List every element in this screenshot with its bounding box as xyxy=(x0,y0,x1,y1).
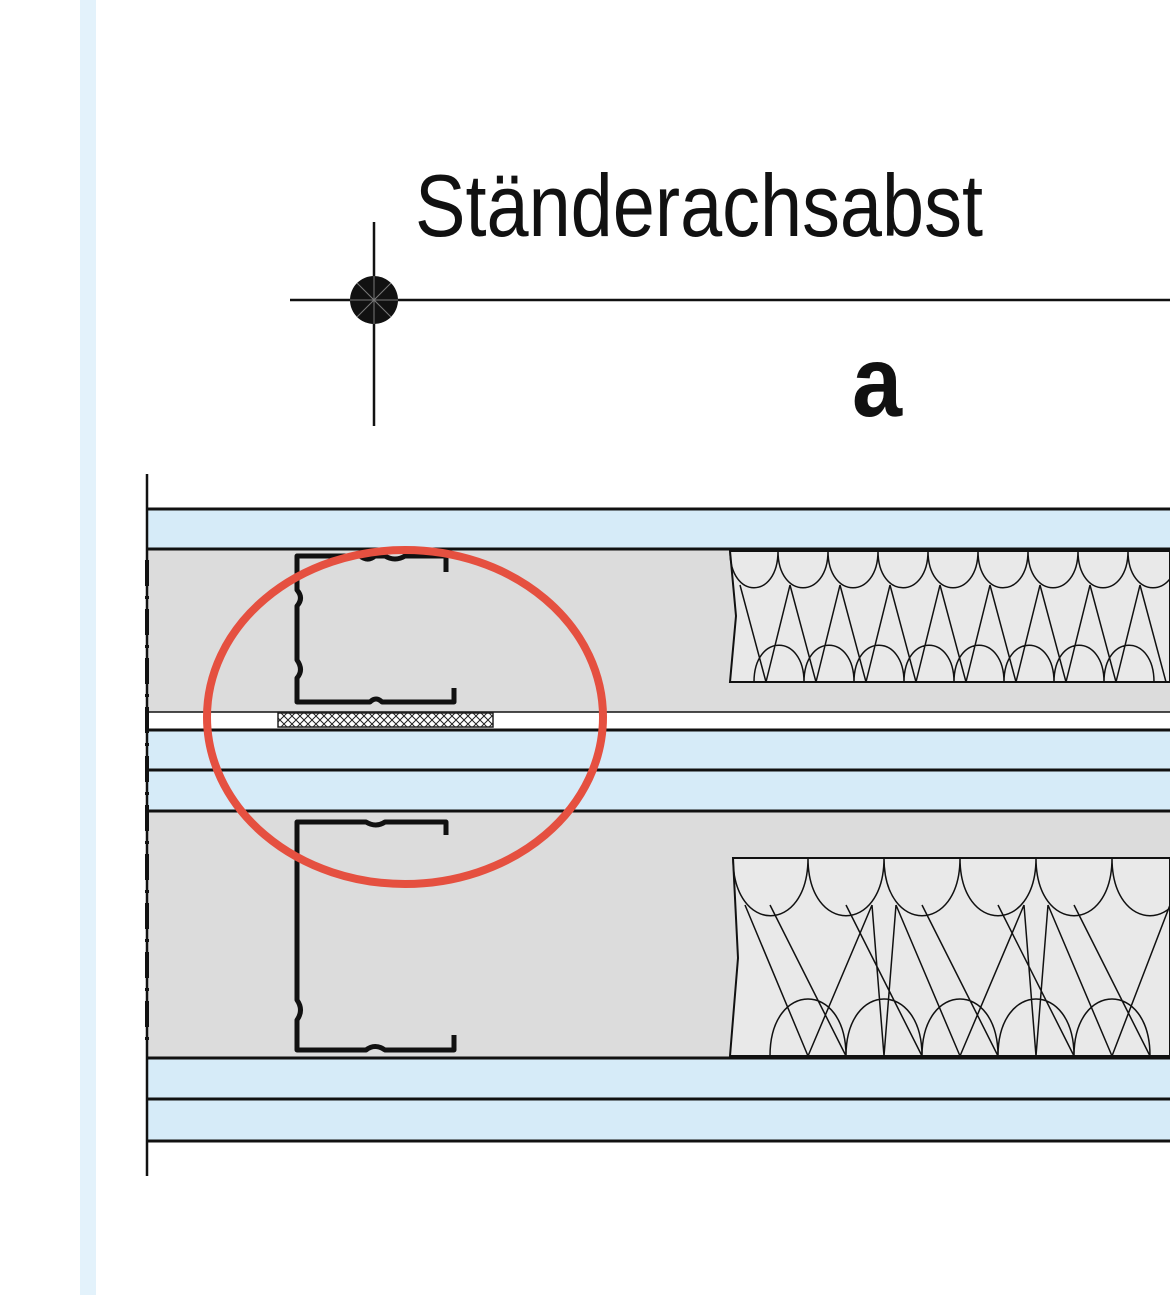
board-top xyxy=(147,509,1170,549)
upper-insulation xyxy=(728,550,1170,683)
board-middle-1 xyxy=(147,730,1170,770)
dimension-label: Ständerachsabst xyxy=(415,156,983,255)
lower-insulation xyxy=(728,857,1170,1057)
board-middle-2 xyxy=(147,770,1170,811)
sealing-strip xyxy=(277,712,494,728)
dimension-dot-icon xyxy=(350,276,398,324)
upper-c-stud xyxy=(294,553,457,705)
left-border-strip xyxy=(80,0,96,1295)
dimension-symbol: a xyxy=(852,326,903,438)
board-bottom-2 xyxy=(147,1099,1170,1141)
board-lines xyxy=(147,507,1170,1143)
board-bottom-1 xyxy=(147,1059,1170,1099)
highlight-ellipse xyxy=(203,546,607,888)
lower-c-stud xyxy=(294,819,457,1053)
